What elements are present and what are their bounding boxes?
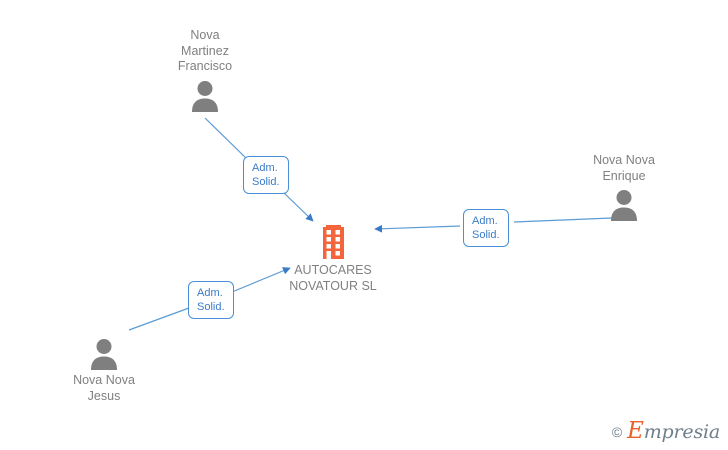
person-icon bbox=[192, 80, 218, 112]
building-icon bbox=[323, 225, 344, 259]
person-icon bbox=[91, 339, 117, 370]
brand-logo: Empresia bbox=[627, 420, 720, 443]
brand-initial: E bbox=[627, 418, 644, 444]
relation-label-jesus[interactable]: Adm. Solid. bbox=[188, 281, 234, 319]
person-name-label: Nova Nova Jesus bbox=[73, 373, 135, 403]
person-name-label: Nova Martinez Francisco bbox=[177, 28, 233, 73]
person-node-nova-nova-enrique[interactable]: Nova Nova Enrique bbox=[549, 153, 699, 221]
person-icon bbox=[611, 190, 637, 221]
person-name-label: Nova Nova Enrique bbox=[593, 153, 655, 183]
empresia-watermark: © Empresia bbox=[611, 420, 720, 443]
company-node-autocares-novatour-sl[interactable]: AUTOCARES NOVATOUR SL bbox=[248, 225, 418, 294]
copyright-symbol: © bbox=[611, 424, 623, 440]
person-node-nova-martinez-francisco[interactable]: Nova Martinez Francisco bbox=[130, 28, 280, 112]
person-node-nova-nova-jesus[interactable]: Nova Nova Jesus bbox=[29, 336, 179, 404]
relation-label-francisco[interactable]: Adm. Solid. bbox=[243, 156, 289, 194]
brand-rest: mpresia bbox=[643, 421, 720, 443]
company-name-label: AUTOCARES NOVATOUR SL bbox=[289, 263, 377, 293]
relation-label-enrique[interactable]: Adm. Solid. bbox=[463, 209, 509, 247]
